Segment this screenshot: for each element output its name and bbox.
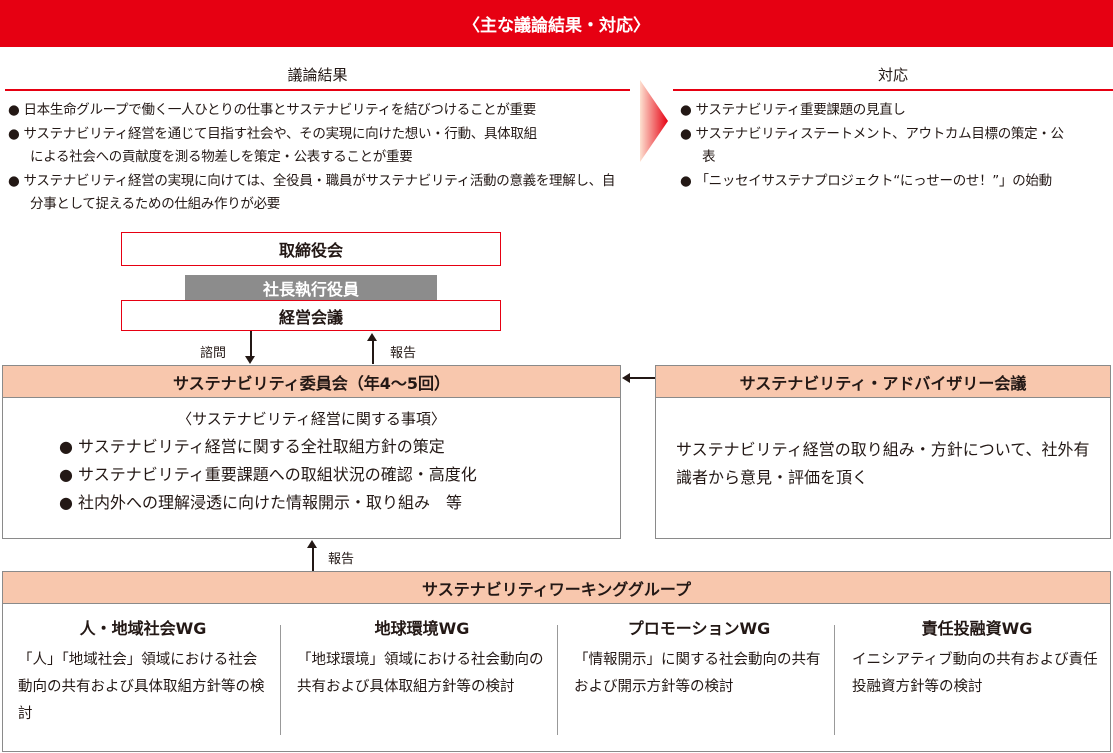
arrow-left [630,377,656,379]
wg-desc: 「地球環境」領域における社会動向の共有および具体取組方針等の検討 [297,652,544,695]
arrow-up [312,547,314,571]
list-item: ● サステナビリティ経営に関する全社取組方針の策定 [59,437,445,456]
arrow-right-icon [640,80,668,162]
wg-title: サステナビリティワーキンググループ [2,571,1111,604]
advisory-title: サステナビリティ・アドバイザリー会議 [655,365,1111,398]
wg-item: プロモーションWG 「情報開示」に関する社会動向の共有および開示方針等の検討 [574,615,824,701]
divider [673,89,1113,91]
wg-desc: イニシアティブ動向の共有および責任投融資方針等の検討 [852,652,1098,695]
committee-title: サステナビリティ委員会（年4〜5回） [2,365,621,398]
list-item: ● サステナビリティ経営を通じて目指す社会や、その実現に向けた想い・行動、具体取… [8,125,537,166]
president-bar: 社長執行役員 [185,275,437,301]
wg-name: 責任投融資WG [921,619,1033,638]
wg-name: 人・地域社会WG [79,619,207,638]
consult-label: 諮問 [200,346,227,361]
discussion-title: 議論結果 [287,66,348,84]
report-label: 報告 [328,552,355,567]
divider [5,89,630,91]
arrow-up-icon [307,540,317,548]
discussion-list: ● 日本生命グループで働く一人ひとりの仕事とサステナビリティを結びつけることが重… [8,99,633,217]
arrow-down [250,331,252,359]
wg-item: 地球環境WG 「地球環境」領域における社会動向の共有および具体取組方針等の検討 [297,615,547,701]
response-title: 対応 [877,66,908,84]
wg-desc: 「人」「地域社会」領域における社会動向の共有および具体取組方針等の検討 [18,652,265,722]
list-item: ● 「ニッセイサステナプロジェクト“にっせーのせ！”」の始動 [680,172,1052,189]
header-banner: 〈主な議論結果・対応〉 [0,0,1113,47]
response-list: ● サステナビリティ重要課題の見直し ● サステナビリティステートメント、アウト… [680,99,1110,193]
management-box: 経営会議 [121,300,501,331]
advisory-text: サステナビリティ経営の取り組み・方針について、社外有識者から意見・評価を頂く [676,440,1090,487]
list-item: ● 日本生命グループで働く一人ひとりの仕事とサステナビリティを結びつけることが重… [8,102,536,118]
list-item: ● サステナビリティ重要課題の見直し [680,102,906,118]
list-item: ● サステナビリティ経営の実現に向けては、全役員・職員がサステナビリティ活動の意… [8,172,616,213]
board-box: 取締役会 [121,232,501,266]
arrow-up [372,340,374,364]
wg-item: 責任投融資WG イニシアティブ動向の共有および責任投融資方針等の検討 [852,615,1102,701]
divider [557,625,558,735]
wg-item: 人・地域社会WG 「人」「地域社会」領域における社会動向の共有および具体取組方針等… [18,615,268,728]
arrow-left-icon [622,373,630,383]
wg-name: 地球環境WG [374,619,470,638]
advisory-body: サステナビリティ経営の取り組み・方針について、社外有識者から意見・評価を頂く [655,398,1111,539]
committee-body: 〈サステナビリティ経営に関する事項〉 ● サステナビリティ経営に関する全社取組方… [2,398,621,539]
wg-body [2,604,1111,752]
divider [280,625,281,735]
divider [834,625,835,735]
list-item: ● サステナビリティ重要課題への取組状況の確認・高度化 [59,465,477,484]
report-label: 報告 [390,346,417,361]
list-item: ● 社内外への理解浸透に向けた情報開示・取り組み 等 [59,493,463,512]
arrow-down-icon [245,356,255,364]
list-item: ● サステナビリティステートメント、アウトカム目標の策定・公表 [680,125,1064,166]
wg-desc: 「情報開示」に関する社会動向の共有および開示方針等の検討 [574,652,821,695]
committee-subtitle: 〈サステナビリティ経営に関する事項〉 [177,410,446,428]
arrow-up-icon [367,333,377,341]
wg-name: プロモーションWG [627,619,771,638]
